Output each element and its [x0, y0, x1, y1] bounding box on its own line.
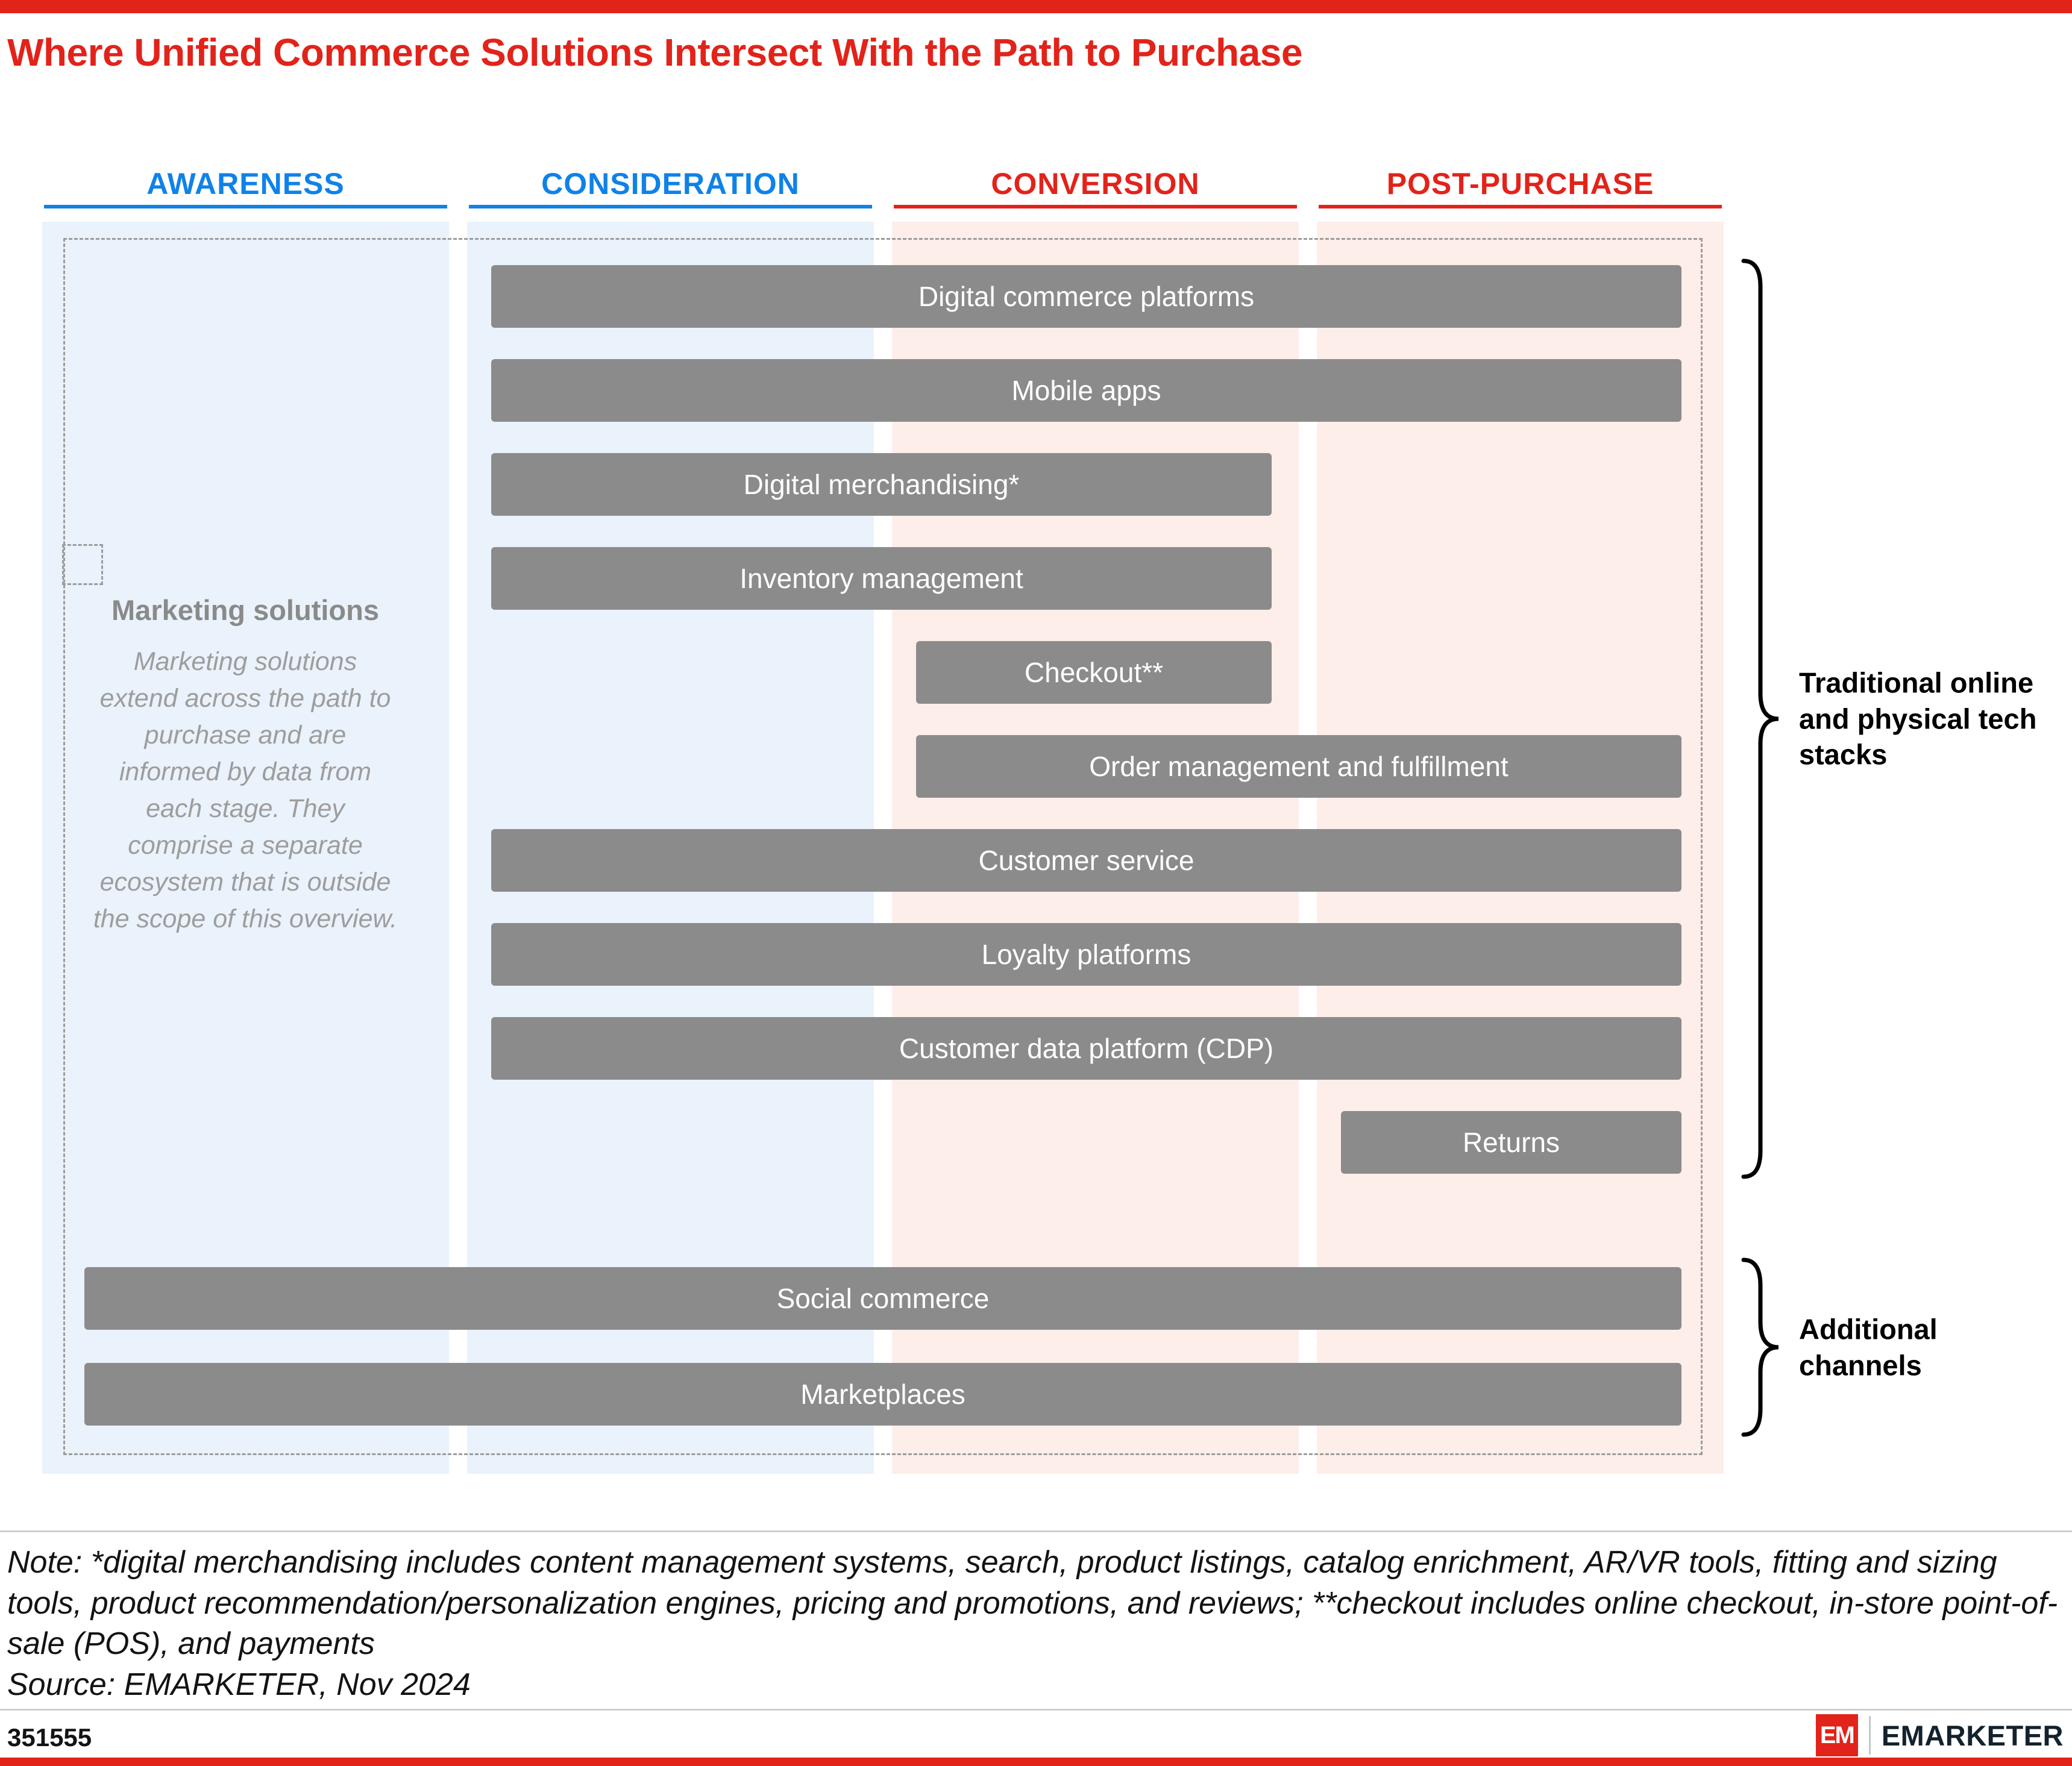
bracket-label-channels: Additional channels [1799, 1313, 1938, 1381]
stage-header-consideration: CONSIDERATION [541, 167, 800, 201]
bracket-stack [1739, 258, 1782, 1180]
solution-bar-customer-data-platform-cdp: Customer data platform (CDP) [491, 1017, 1681, 1080]
solution-bar-marketplaces: Marketplaces [84, 1363, 1681, 1426]
stage-header-post-purchase: POST-PURCHASE [1386, 167, 1654, 201]
solution-bar-customer-service: Customer service [491, 829, 1681, 892]
solution-bar-returns: Returns [1341, 1111, 1681, 1174]
solution-bar-checkout: Checkout** [916, 641, 1272, 704]
footer-divider [0, 1709, 2072, 1711]
solution-bar-inventory-management: Inventory management [491, 547, 1272, 610]
stage-underline-post-purchase [1319, 205, 1722, 208]
chart-title: Where Unified Commerce Solutions Interse… [7, 31, 1302, 74]
source-line: Source: EMARKETER, Nov 2024 [7, 1667, 471, 1702]
stage-column-awareness [42, 222, 449, 1474]
top-accent-bar [0, 0, 2072, 13]
footnote: Note: *digital merchandising includes co… [7, 1545, 2058, 1662]
path-to-purchase-frame [63, 238, 1703, 1455]
marketing-solutions-label: Marketing solutions [111, 594, 379, 626]
solution-bar-social-commerce: Social commerce [84, 1267, 1681, 1330]
bottom-accent-bar [0, 1758, 2072, 1766]
solution-bar-loyalty-platforms: Loyalty platforms [491, 923, 1681, 986]
bracket-label-stack: Traditional online and physical tech sta… [1799, 666, 2037, 771]
chart-id: 351555 [7, 1723, 92, 1752]
solution-bar-digital-commerce-platforms: Digital commerce platforms [491, 265, 1681, 328]
emarketer-wordmark: EMARKETER [1881, 1719, 2064, 1752]
stage-header-conversion: CONVERSION [991, 167, 1200, 201]
solution-bar-mobile-apps: Mobile apps [491, 359, 1681, 422]
marketing-solutions-description: Marketing solutions extend across the pa… [93, 647, 398, 934]
logo-divider [1868, 1716, 1871, 1755]
stage-underline-conversion [894, 205, 1297, 208]
solution-bar-digital-merchandising: Digital merchandising* [491, 453, 1272, 516]
stage-underline-awareness [44, 205, 447, 208]
bracket-channels [1739, 1257, 1782, 1438]
emarketer-logo-mark: EM [1815, 1714, 1858, 1756]
note-divider [0, 1530, 2072, 1532]
stage-header-awareness: AWARENESS [146, 167, 345, 201]
notes-block: Note: *digital merchandising includes co… [7, 1542, 2065, 1705]
solution-bar-order-management-and-fulfillment: Order management and fulfillment [916, 735, 1681, 798]
marketing-solutions-box-icon [62, 544, 103, 585]
emarketer-logo: EM EMARKETER [1815, 1714, 2064, 1756]
stage-underline-consideration [469, 205, 872, 208]
